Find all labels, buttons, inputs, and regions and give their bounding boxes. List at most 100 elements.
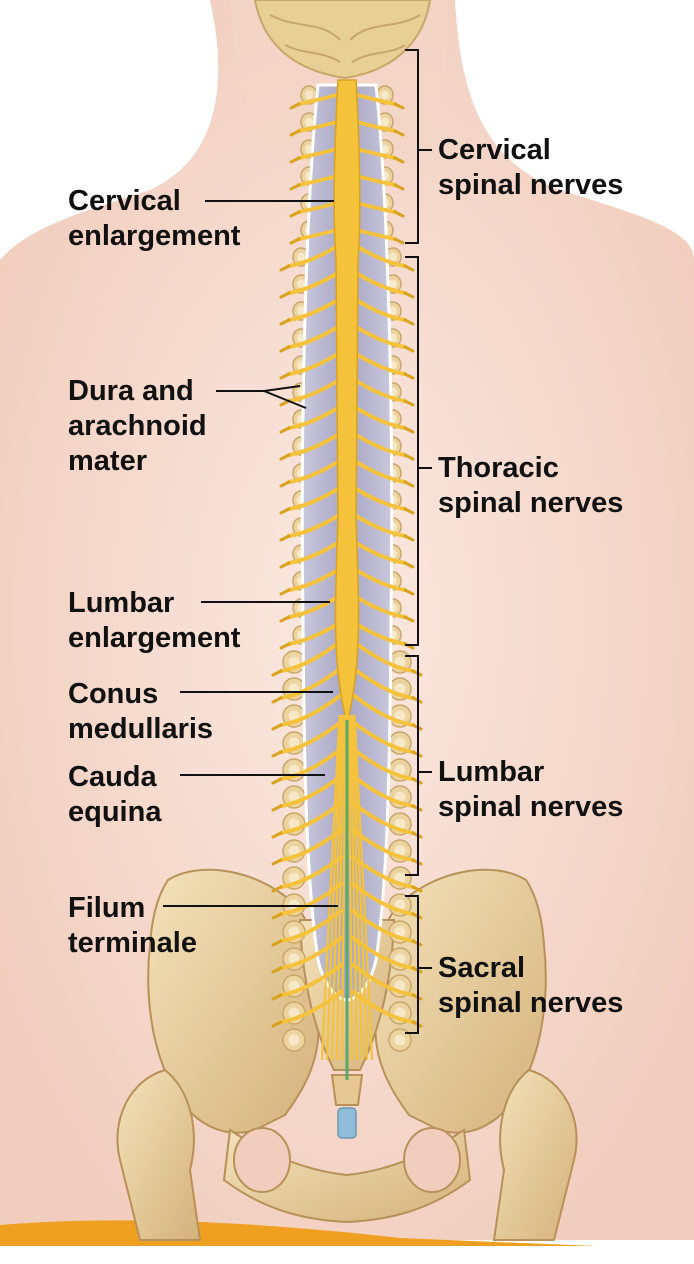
spinal-nerve-root bbox=[351, 458, 407, 484]
spinal-nerve-exit bbox=[279, 291, 291, 299]
spinal-nerve-exit bbox=[279, 372, 291, 380]
spinal-nerve-exit bbox=[271, 993, 283, 1001]
spinal-nerve-exit bbox=[271, 831, 283, 839]
spinal-nerve-exit bbox=[279, 642, 291, 650]
vertebra-foramen bbox=[288, 791, 300, 803]
vertebra-foramen bbox=[394, 683, 406, 695]
vertebra-foramen bbox=[297, 252, 305, 262]
spinal-nerve-exit bbox=[393, 156, 405, 164]
spinal-nerve-exit bbox=[403, 345, 415, 353]
spinal-nerve-root bbox=[351, 747, 415, 781]
vertebra-foramen bbox=[297, 306, 305, 316]
vertebra-foramen bbox=[288, 710, 300, 722]
vertebra-foramen bbox=[394, 818, 406, 830]
spinal-nerve-root bbox=[351, 512, 407, 538]
cauda-equina-strand bbox=[340, 714, 347, 1061]
cauda-equina bbox=[320, 714, 374, 1061]
label-lumbar-spinal-nerves: Lumbar spinal nerves bbox=[438, 756, 624, 823]
vertebra-foramen bbox=[297, 279, 305, 289]
spinal-nerve-exit bbox=[289, 156, 301, 164]
vertebra-foramen bbox=[288, 953, 300, 965]
spinal-nerve-root bbox=[279, 747, 343, 781]
spinal-nerve-root bbox=[287, 485, 343, 511]
vertebra-foramen bbox=[394, 656, 406, 668]
spinal-nerve-exit bbox=[279, 561, 291, 569]
spinal-nerve-exit bbox=[403, 615, 415, 623]
spinal-nerve-exit bbox=[403, 291, 415, 299]
spinal-nerve-exit bbox=[393, 183, 405, 191]
cauda-equina-strand bbox=[353, 714, 374, 1061]
spinal-nerves bbox=[271, 92, 423, 1028]
vertebra-foramen bbox=[381, 90, 389, 100]
spinal-nerve-root bbox=[351, 828, 415, 862]
spinal-nerve-root bbox=[287, 539, 343, 565]
spinal-nerve-root bbox=[351, 666, 415, 700]
spinal-nerve-exit bbox=[279, 318, 291, 326]
spinal-nerve-root bbox=[351, 720, 415, 754]
spinal-nerve-exit bbox=[271, 723, 283, 731]
vertebra-foramen bbox=[288, 926, 300, 938]
vertebra-foramen bbox=[288, 1034, 300, 1046]
spinal-nerve-exit bbox=[403, 372, 415, 380]
left-leaders bbox=[163, 200, 338, 907]
cauda-equina-strand bbox=[325, 714, 343, 1061]
spinal-nerve-exit bbox=[403, 588, 415, 596]
spinal-nerve-exit bbox=[403, 534, 415, 542]
label-cervical-enlargement: Cervical enlargement bbox=[68, 185, 241, 252]
label-cervical-spinal-nerves: Cervical spinal nerves bbox=[438, 134, 624, 201]
spinal-nerve-exit bbox=[279, 399, 291, 407]
spinal-nerve-root bbox=[351, 909, 415, 943]
spinal-nerve-root bbox=[279, 909, 343, 943]
spinal-nerve-exit bbox=[271, 966, 283, 974]
vertebra-foramen bbox=[381, 117, 389, 127]
spinal-nerve-root bbox=[287, 404, 343, 430]
vertebra-foramen bbox=[288, 1007, 300, 1019]
vertebra-foramen bbox=[305, 117, 313, 127]
spinal-nerve-exit bbox=[393, 237, 405, 245]
vertebra-foramen bbox=[288, 845, 300, 857]
spinal-nerve-exit bbox=[271, 858, 283, 866]
spinal-nerve-exit bbox=[411, 885, 423, 893]
spinal-nerve-exit bbox=[289, 237, 301, 245]
cerebellum bbox=[253, 0, 432, 80]
label-lumbar-enlargement: Lumbar enlargement bbox=[68, 587, 241, 654]
spinal-cord bbox=[333, 79, 361, 726]
label-sacral-spinal-nerves: Sacral spinal nerves bbox=[438, 952, 624, 1019]
spinal-nerve-exit bbox=[279, 507, 291, 515]
vertebra-foramen bbox=[288, 818, 300, 830]
vertebra-foramen bbox=[394, 845, 406, 857]
spinal-nerve-exit bbox=[403, 426, 415, 434]
vertebra-foramen bbox=[394, 1007, 406, 1019]
spinal-nerve-exit bbox=[271, 777, 283, 785]
vertebra-foramen bbox=[288, 872, 300, 884]
spinal-nerve-exit bbox=[271, 669, 283, 677]
spinal-nerve-root bbox=[279, 720, 343, 754]
spinal-nerve-root bbox=[351, 693, 415, 727]
spinal-nerve-exit bbox=[271, 939, 283, 947]
spinal-nerve-root bbox=[351, 485, 407, 511]
spinal-nerve-exit bbox=[279, 453, 291, 461]
vertebra-foramen bbox=[389, 306, 397, 316]
vertebra-foramen bbox=[288, 764, 300, 776]
cauda-equina-strand bbox=[330, 714, 344, 1061]
spinal-nerve-root bbox=[351, 539, 407, 565]
cauda-equina-strand bbox=[335, 714, 346, 1061]
spinal-nerve-exit bbox=[271, 885, 283, 893]
spinal-nerve-exit bbox=[279, 480, 291, 488]
spinal-nerve-root bbox=[351, 431, 407, 457]
spinal-nerve-exit bbox=[271, 912, 283, 920]
label-conus-medullaris: Conus medullaris bbox=[68, 678, 214, 745]
spinal-nerve-root bbox=[351, 774, 415, 808]
spinal-nerve-exit bbox=[279, 588, 291, 596]
spinal-nerve-exit bbox=[393, 129, 405, 137]
cauda-equina-strand bbox=[320, 714, 341, 1061]
spinal-nerve-exit bbox=[289, 183, 301, 191]
vertebra-foramen bbox=[394, 764, 406, 776]
spinal-nerve-exit bbox=[289, 102, 301, 110]
spinal-nerve-exit bbox=[403, 480, 415, 488]
cauda-equina-strand bbox=[350, 714, 364, 1061]
spinal-nerve-exit bbox=[271, 750, 283, 758]
vertebra-foramen bbox=[389, 279, 397, 289]
spinal-nerve-exit bbox=[279, 264, 291, 272]
spinal-nerve-root bbox=[279, 828, 343, 862]
